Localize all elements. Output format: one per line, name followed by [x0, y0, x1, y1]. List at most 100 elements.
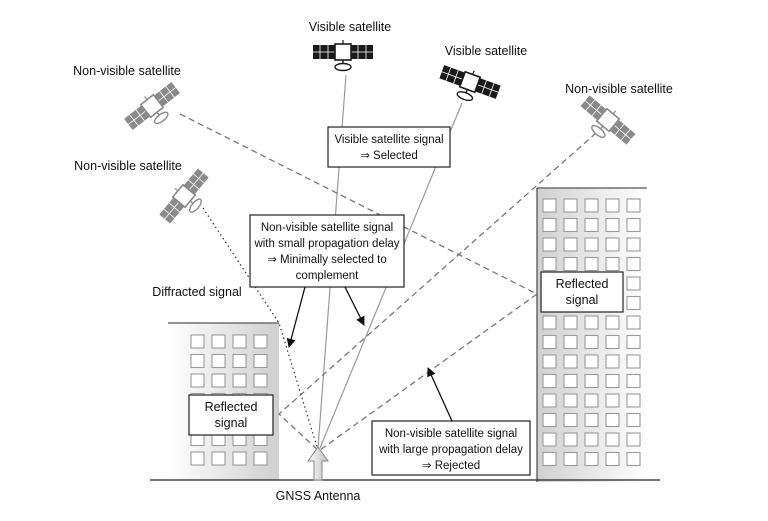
building-window [584, 451, 599, 467]
building-window [190, 373, 205, 388]
small-delay-box-line-4: complement [296, 270, 359, 282]
building-window [190, 451, 205, 466]
building-window [542, 354, 557, 369]
building-window [211, 353, 226, 369]
visible-signal-box-line-1: Visible satellite signal [334, 134, 443, 146]
building-window [563, 217, 578, 233]
building-window [584, 432, 599, 447]
building-window [542, 451, 557, 467]
building-window [626, 451, 641, 467]
building-window [211, 373, 226, 388]
reflected-signal-left-path [278, 132, 597, 453]
building-window [542, 412, 557, 428]
building-window [542, 198, 557, 213]
building-window [232, 353, 247, 369]
antenna-icon [307, 446, 329, 481]
building-window [563, 198, 578, 213]
large-delay-box-line-2: with large propagation delay [378, 444, 523, 456]
building-window [605, 315, 620, 330]
satellite-icon [154, 164, 219, 232]
building-window [232, 334, 247, 349]
building-window [563, 334, 578, 350]
reflected-signal-box-left: Reflected signal [188, 394, 274, 436]
building-window [253, 334, 268, 349]
building-window [626, 315, 641, 330]
building-window [605, 393, 620, 408]
building-window [190, 353, 205, 369]
building-window [584, 198, 599, 213]
building-window [211, 334, 226, 349]
building-window [563, 373, 578, 389]
building-window [542, 432, 557, 447]
building-window [232, 451, 247, 466]
building-window [626, 373, 641, 389]
small-delay-box-line-3: ⇒ Minimally selected to [267, 254, 387, 266]
building-window [605, 432, 620, 447]
small-delay-box-line-1: Non-visible satellite signal [261, 222, 393, 234]
large-delay-box: Non-visible satellite signal with large … [371, 420, 531, 476]
gnss-antenna-label: GNSS Antenna [276, 489, 361, 503]
building-window [542, 256, 557, 272]
building-window [626, 237, 641, 252]
building-window [605, 198, 620, 213]
nonvisible-satellite-label-1: Non-visible satellite [73, 64, 181, 78]
visible-satellite-label-2: Visible satellite [445, 44, 528, 58]
building-window [584, 373, 599, 389]
building-window [563, 256, 578, 272]
small-delay-arrow-2 [344, 286, 365, 326]
reflected-right-line-1: Reflected [556, 277, 609, 291]
building-window [626, 217, 641, 233]
building-window [626, 393, 641, 408]
building-window [563, 315, 578, 330]
reflected-left-line-1: Reflected [205, 400, 258, 414]
building-window [542, 315, 557, 330]
reflected-signal-box-right: Reflected signal [540, 271, 624, 313]
building-window [563, 393, 578, 408]
building-window [626, 354, 641, 369]
building-window [626, 198, 641, 213]
building-window [563, 432, 578, 447]
nonvisible-satellite-label-2: Non-visible satellite [74, 159, 182, 173]
building-window [542, 373, 557, 389]
satellite-icon [572, 90, 640, 155]
building-window [584, 237, 599, 252]
building-window [542, 334, 557, 350]
visible-signal-box: Visible satellite signal ⇒ Selected [327, 126, 451, 168]
building-window [605, 256, 620, 272]
visible-signal-box-line-2: ⇒ Selected [360, 150, 418, 162]
building-window [626, 412, 641, 428]
building-window [626, 334, 641, 350]
diffracted-signal-path [202, 207, 319, 451]
building-window [626, 276, 641, 291]
visible-satellite-label-1: Visible satellite [309, 20, 392, 34]
building-window [584, 315, 599, 330]
building-window [563, 451, 578, 467]
reflected-right-line-2: signal [566, 293, 599, 307]
building-window [584, 334, 599, 350]
large-delay-box-line-3: ⇒ Rejected [422, 460, 480, 472]
building-window [605, 334, 620, 350]
building-window [605, 237, 620, 252]
building-window [584, 412, 599, 428]
building-window [253, 451, 268, 466]
small-delay-arrow-1 [286, 286, 306, 348]
building-window [605, 354, 620, 369]
building-window [605, 373, 620, 389]
building-window [232, 373, 247, 388]
building-window [605, 451, 620, 467]
large-delay-box-line-1: Non-visible satellite signal [385, 428, 517, 440]
small-delay-box-line-2: with small propagation delay [253, 238, 399, 250]
building-window [211, 451, 226, 466]
building-window [542, 217, 557, 233]
building-window [584, 256, 599, 272]
building-window [626, 256, 641, 272]
building-window [190, 334, 205, 349]
diffracted-signal-label: Diffracted signal [152, 285, 241, 299]
building-window [584, 354, 599, 369]
building-window [605, 217, 620, 233]
building-window [626, 432, 641, 447]
building-window [253, 373, 268, 388]
building-window [605, 412, 620, 428]
